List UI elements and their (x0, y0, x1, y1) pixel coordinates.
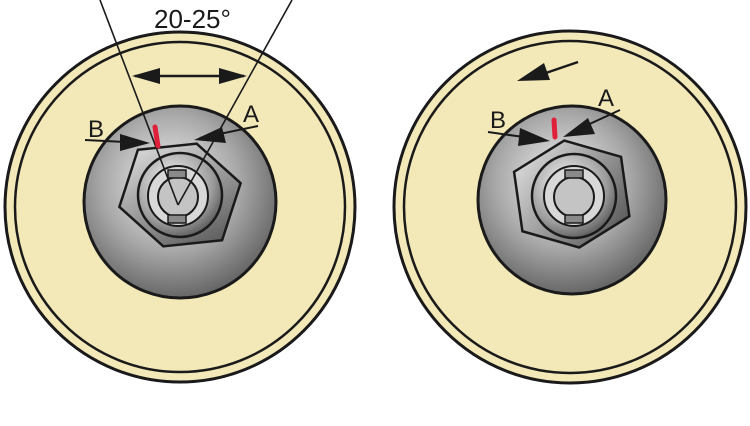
right-key-bottom (564, 214, 584, 224)
left-bore (157, 176, 199, 218)
left-key-top (167, 169, 187, 179)
left-angle-line-2 (177, 0, 293, 206)
right-red-mark (551, 117, 558, 140)
left-key-bottom (167, 214, 187, 224)
right-pointer-a (563, 109, 621, 137)
left-red-mark (152, 124, 161, 149)
left-label-b: B (88, 116, 104, 143)
double-headed-arrow-icon (132, 68, 247, 84)
left-outer-disc-inner-ring (13, 40, 347, 374)
left-pointer-a (194, 125, 259, 143)
right-pointer-b (487, 128, 550, 146)
right-key-top (564, 169, 584, 179)
left-label-a: A (243, 101, 259, 128)
right-label-b: B (490, 107, 506, 134)
angle-label: 20-25° (154, 4, 231, 34)
right-label-a: A (598, 85, 614, 112)
left-arrow-icon (517, 60, 579, 81)
right-figure: B A (392, 29, 748, 385)
left-angle-line-1 (99, 0, 179, 206)
left-pointer-b (84, 134, 150, 151)
left-figure: B A (3, 0, 357, 384)
right-outer-disc-inner-ring (402, 39, 738, 375)
right-bore (553, 176, 595, 218)
